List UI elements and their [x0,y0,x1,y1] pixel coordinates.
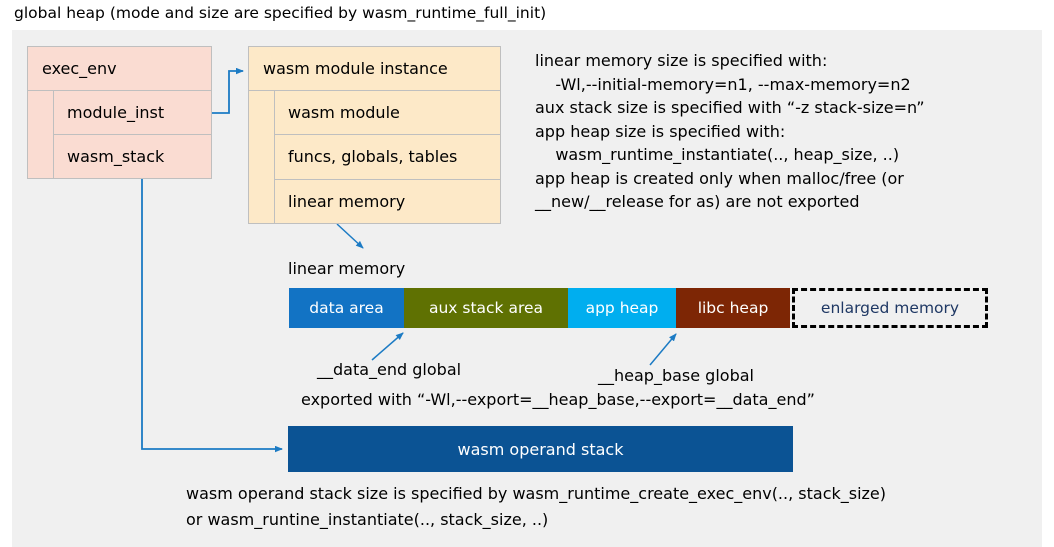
memory-segment-aux-stack-area: aux stack area [404,288,568,328]
exec-env-header: exec_env [28,47,211,91]
module-instance-rows: wasm module funcs, globals, tables linea… [275,91,500,223]
wasm-operand-stack-box: wasm operand stack [288,426,793,472]
memory-segment-enlarged-memory: enlarged memory [792,288,988,328]
memory-segment-libc-heap: libc heap [676,288,790,328]
module-instance-gutter [249,91,275,223]
module-instance-row-funcs-globals-tables: funcs, globals, tables [275,135,500,180]
wasm-module-instance-box: wasm module instance wasm module funcs, … [248,46,501,224]
page-title: global heap (mode and size are specified… [14,4,547,22]
linear-memory-label: linear memory [288,259,406,278]
memory-segment-data-area: data area [289,288,404,328]
exec-env-body: module_inst wasm_stack [28,91,211,178]
memory-segment-app-heap: app heap [568,288,676,328]
exec-env-rows: module_inst wasm_stack [54,91,211,178]
operand-stack-notes: wasm operand stack size is specified by … [186,484,887,529]
module-instance-row-linear-memory: linear memory [288,191,406,211]
module-instance-body: wasm module funcs, globals, tables linea… [249,91,500,223]
exec-env-gutter [28,91,54,178]
data-end-annotation: __data_end global [317,360,462,379]
exported-annotation: exported with “-Wl,--export=__heap_base,… [301,390,815,409]
module-instance-header: wasm module instance [249,47,500,91]
heap-base-annotation: __heap_base global [598,366,754,385]
exec-env-row-module-inst: module_inst [54,91,211,135]
linear-memory-notes: linear memory size is specified with: -W… [535,51,925,211]
module-instance-row-wasm-module: wasm module [275,91,500,136]
exec-env-box: exec_env module_inst wasm_stack [27,46,212,179]
exec-env-row-wasm-stack: wasm_stack [67,147,165,166]
